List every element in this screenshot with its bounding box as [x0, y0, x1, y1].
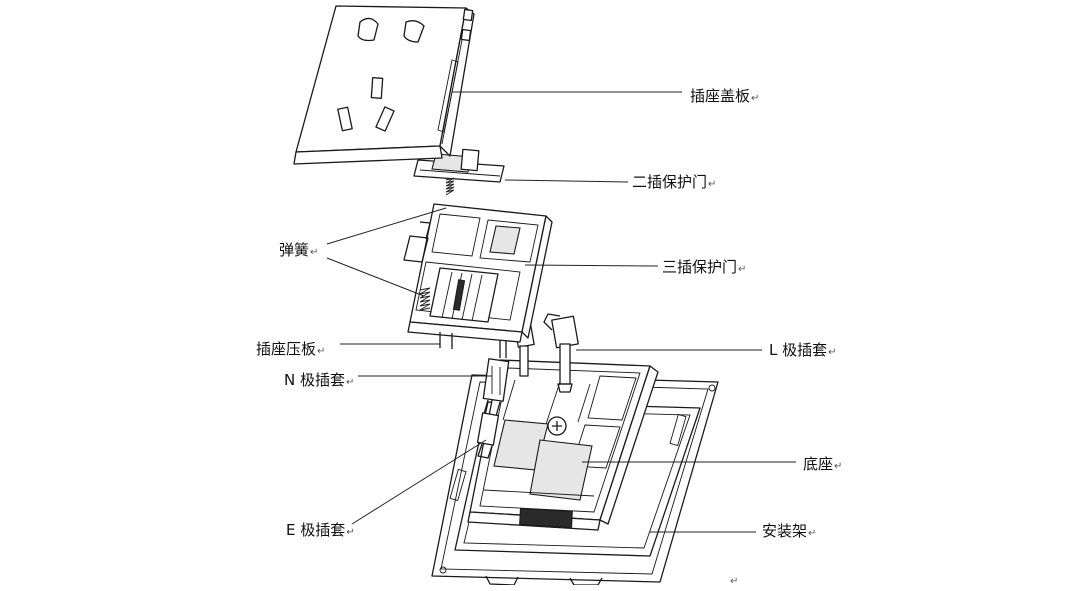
- base-drawing: [467, 359, 659, 531]
- e-sleeve-drawing: [476, 412, 500, 459]
- two-pin-shutter-drawing: [413, 148, 505, 196]
- label-l-sleeve: L 极插套↵: [769, 341, 837, 359]
- label-spring: 弹簧↵: [279, 241, 319, 259]
- label-base: 底座↵: [803, 455, 843, 473]
- label-two-pin-shutter: 二插保护门↵: [632, 173, 717, 191]
- label-mounting-frame: 安装架↵: [762, 522, 817, 540]
- cover-plate-drawing: [293, 5, 475, 165]
- label-pressing-plate: 插座压板↵: [256, 340, 326, 358]
- label-cover-plate: 插座盖板↵: [690, 87, 760, 105]
- label-three-pin-shutter: 三插保护门↵: [662, 258, 747, 276]
- leader-lines: [326, 91, 796, 533]
- trailing-paragraph-mark: ↵: [730, 576, 739, 587]
- label-e-sleeve: E 极插套↵: [286, 521, 355, 539]
- label-n-sleeve: N 极插套↵: [284, 371, 355, 389]
- pressing-plate-drawing: [403, 203, 553, 358]
